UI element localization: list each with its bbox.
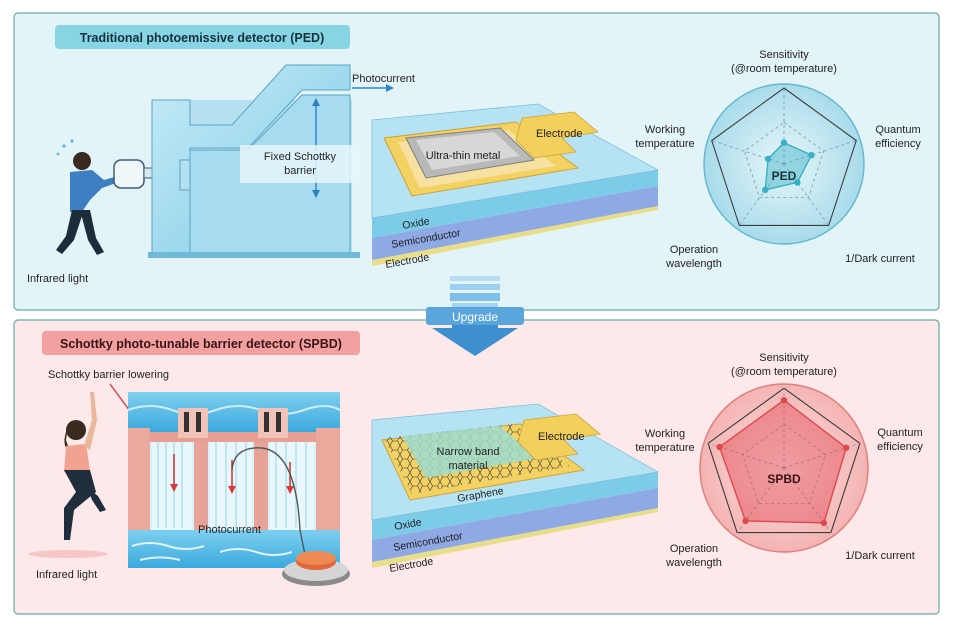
- bottom-title: Schottky photo-tunable barrier detector …: [60, 337, 342, 351]
- top-panel: Traditional photoemissive detector (PED)…: [13, 12, 940, 311]
- ped-radar-point-4: [764, 155, 772, 163]
- ultra-thin-metal-label: Ultra-thin metal: [426, 150, 501, 162]
- spbd-radar-point-3: [742, 517, 749, 525]
- ped-radar-point-2: [794, 179, 801, 186]
- bottom-photocurrent-label: Photocurrent: [198, 524, 261, 536]
- ped-radar-axis-3: [739, 163, 785, 226]
- top-axis-dark-current: 1/Dark current: [845, 253, 915, 265]
- bottom-axis-dark-current: 1/Dark current: [845, 550, 915, 562]
- ped-radar-point-3: [762, 186, 769, 194]
- push-button-icon: [282, 551, 350, 586]
- bottom-panel: Upgrade Schottky photo-tunable barrier d…: [13, 307, 940, 615]
- bottom-axis-operation-line2: wavelength: [665, 557, 722, 569]
- top-infrared-label: Infrared light: [27, 273, 88, 285]
- top-title-pill: [55, 25, 350, 49]
- spbd-radar-series: [718, 399, 848, 524]
- person-dancing-icon: [28, 392, 108, 558]
- top-axis-working-line2: temperature: [635, 138, 694, 150]
- spbd-radar-chart: [699, 383, 869, 553]
- bottom-axis-operation-line1: Operation: [670, 543, 718, 555]
- top-axis-quantum-line1: Quantum: [875, 124, 920, 136]
- spbd-radar-point-1: [843, 444, 850, 451]
- ped-radar-chart: [703, 83, 865, 245]
- person-pushing-icon: [56, 139, 119, 255]
- ped-radar-axis-4: [711, 140, 785, 165]
- spbd-radar-point-0: [780, 396, 788, 404]
- bottom-axis-sensitivity-line1: Sensitivity: [759, 352, 809, 364]
- top-title: Traditional photoemissive detector (PED): [80, 31, 325, 45]
- top-photocurrent-label: Photocurrent: [352, 73, 415, 85]
- upgrade-label-box: [426, 307, 524, 325]
- photocurrent-arrow: [352, 84, 394, 92]
- spbd-radar-frame: [707, 387, 861, 534]
- top-oxide-label: Oxide: [401, 215, 430, 232]
- barrier-label-line2: barrier: [284, 165, 316, 177]
- bottom-oxide-label: Oxide: [393, 516, 422, 533]
- schottky-barrier-block: [148, 64, 360, 258]
- ped-radar-series: [764, 141, 813, 191]
- upgrade-label-overlay: Upgrade: [452, 310, 498, 324]
- ped-radar-axis-2: [783, 163, 829, 226]
- bottom-axis-quantum-line2: efficiency: [877, 441, 923, 453]
- top-axis-operation-line2: wavelength: [665, 258, 722, 270]
- dam-illustration: [127, 392, 341, 568]
- narrow-band-label-line1: Narrow band: [437, 446, 500, 458]
- spbd-device-stack: [371, 403, 660, 568]
- ped-radar-point-1: [808, 151, 815, 159]
- ped-radar-frame: [711, 87, 857, 227]
- top-axis-sensitivity-line1: Sensitivity: [759, 49, 809, 61]
- ped-radar-axis-1: [783, 140, 857, 165]
- bottom-axis-working-line1: Working: [645, 428, 685, 440]
- ped-radar-point-0: [780, 139, 788, 146]
- spbd-radar-point-4: [716, 443, 723, 451]
- spbd-radar-point-2: [820, 519, 828, 527]
- top-axis-sensitivity-line2: (@room temperature): [731, 63, 837, 75]
- ped-device-stack: [371, 103, 660, 266]
- ped-center-label: PED: [772, 169, 797, 183]
- top-axis-operation-line1: Operation: [670, 244, 718, 256]
- bottom-axis-sensitivity-line2: (@room temperature): [731, 366, 837, 378]
- top-axis-working-line1: Working: [645, 124, 685, 136]
- bottom-title-pill: [42, 331, 360, 355]
- upgrade-arrow-head: [432, 320, 518, 356]
- spbd-center-label: SPBD: [767, 472, 801, 486]
- top-axis-quantum-line2: efficiency: [875, 138, 921, 150]
- ped-radar-grid: [743, 121, 825, 199]
- bottom-axis-working-line2: temperature: [635, 442, 694, 454]
- bottom-electrode-label: Electrode: [538, 431, 584, 443]
- bottom-infrared-label: Infrared light: [36, 569, 97, 581]
- narrow-band-label-line2: material: [448, 460, 487, 472]
- bottom-axis-quantum-line1: Quantum: [877, 427, 922, 439]
- top-electrode-label: Electrode: [536, 128, 582, 140]
- barrier-label-line1: Fixed Schottky: [264, 151, 337, 163]
- spbd-radar-grid: [741, 423, 827, 504]
- barrier-lowering-label: Schottky barrier lowering: [48, 369, 169, 381]
